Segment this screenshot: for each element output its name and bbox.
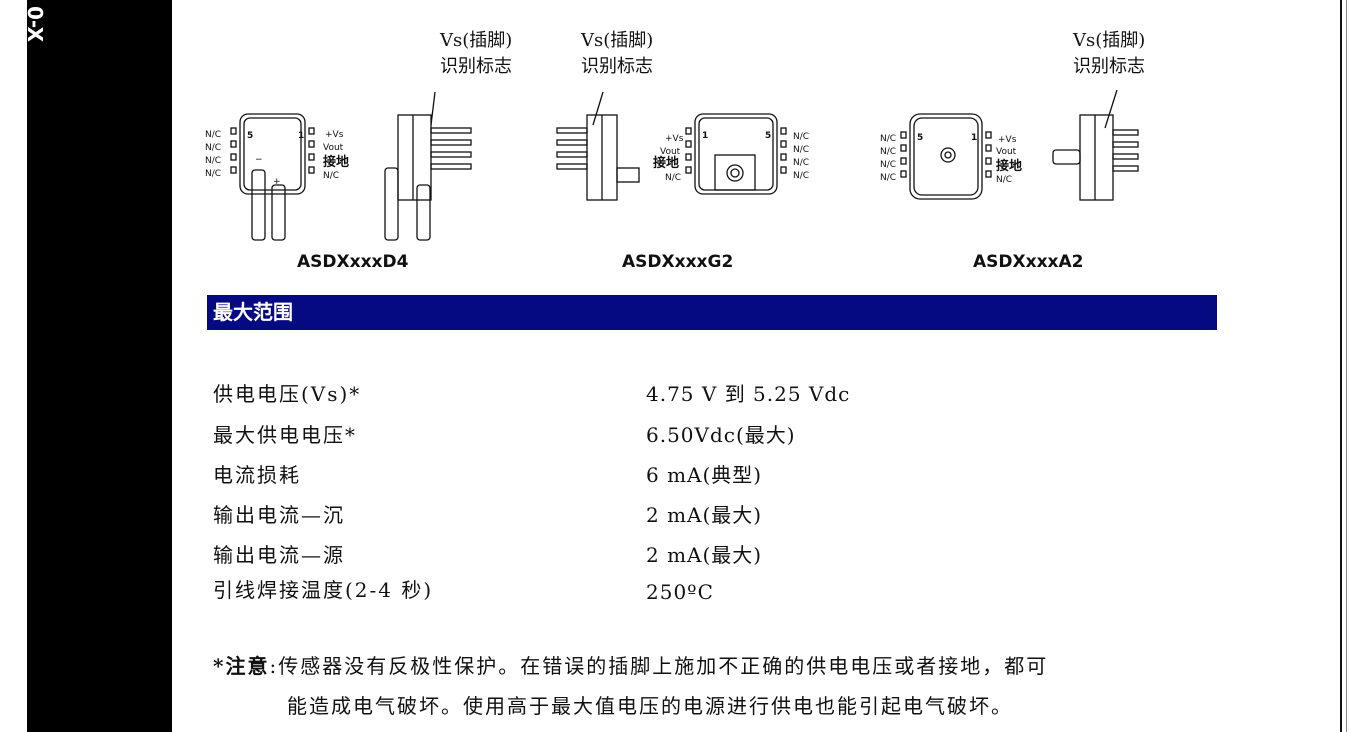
d4-left-pin: N/C — [205, 143, 221, 153]
callout-line1: Vs(插脚) — [581, 30, 654, 51]
d4-side-view — [384, 91, 472, 241]
spec-value: 2 mA(最大) — [646, 503, 763, 527]
g2-front-view — [685, 113, 787, 195]
a2-side-view — [1052, 89, 1139, 201]
g2-right-pin: N/C — [793, 132, 809, 142]
g2-pin-num-right: 5 — [765, 131, 771, 141]
g2-pin-labels: +Vs Vout 接地 N/C N/C N/C N/C N/C 1 5 — [653, 131, 809, 183]
callout-line2: 识别标志 — [1073, 56, 1145, 77]
a2-pin-labels: N/C N/C N/C N/C +Vs Vout 接地 N/C 5 1 — [880, 133, 1022, 185]
a2-left-pin: N/C — [880, 147, 896, 157]
g2-side-view — [556, 91, 640, 201]
g2-left-pin: N/C — [665, 173, 681, 183]
a2-right-pin: +Vs — [998, 135, 1017, 145]
spec-value: 250ºC — [646, 580, 714, 604]
package-diagrams: N/C N/C N/C N/C +Vs Vout 接地 N/C 5 1 − + … — [205, 89, 1139, 241]
spec-label: 供电电压(Vs)* — [213, 382, 362, 406]
callout-a2: Vs(插脚) 识别标志 — [1073, 28, 1145, 80]
right-border-line-thin — [1346, 0, 1347, 732]
a2-right-pin: 接地 — [996, 158, 1022, 174]
callout-line2: 识别标志 — [581, 56, 653, 77]
callout-line1: Vs(插脚) — [440, 30, 513, 51]
a2-left-pin: N/C — [880, 173, 896, 183]
d4-pin-num-right: 1 — [298, 131, 304, 141]
a2-right-pin: Vout — [996, 147, 1017, 157]
g2-left-pin: 接地 — [653, 155, 679, 171]
spec-label: 最大供电电压* — [213, 423, 357, 447]
a2-right-pin: N/C — [996, 175, 1012, 185]
a2-front-view — [900, 113, 992, 200]
d4-right-pin: 接地 — [323, 154, 349, 170]
g2-left-pin: Vout — [660, 147, 681, 157]
side-page-label: 0-X — [23, 6, 47, 43]
d4-right-pin: Vout — [323, 143, 344, 153]
package-name-d4: ASDXxxxD4 — [297, 252, 409, 272]
a2-left-pin: N/C — [880, 160, 896, 170]
d4-pin-labels: N/C N/C N/C N/C +Vs Vout 接地 N/C 5 1 − + — [205, 130, 349, 187]
g2-left-pin: +Vs — [665, 134, 684, 144]
note-text: :传感器没有反极性保护。在错误的插脚上施加不正确的供电电压或者接地，都可 — [269, 654, 1049, 678]
d4-pin-num-left: 5 — [247, 131, 253, 141]
package-name-g2: ASDXxxxG2 — [622, 252, 734, 272]
spec-value: 6.50Vdc(最大) — [646, 423, 796, 447]
package-name-a2: ASDXxxxA2 — [973, 252, 1084, 272]
d4-left-pin: N/C — [205, 169, 221, 179]
section-header: 最大范围 — [207, 295, 1217, 330]
g2-right-pin: N/C — [793, 158, 809, 168]
g2-right-pin: N/C — [793, 145, 809, 155]
d4-right-pin: N/C — [323, 171, 339, 181]
note-line1: *注意:传感器没有反极性保护。在错误的插脚上施加不正确的供电电压或者接地，都可 — [213, 650, 1048, 679]
g2-pin-num-left: 1 — [702, 131, 708, 141]
a2-pin-num-right: 1 — [971, 133, 977, 143]
callout-line1: Vs(插脚) — [1073, 30, 1146, 51]
left-margin-bar — [27, 0, 172, 732]
d4-plus-mark: + — [273, 177, 281, 187]
d4-right-pin: +Vs — [325, 130, 344, 140]
spec-value: 4.75 V 到 5.25 Vdc — [646, 382, 851, 406]
g2-right-pin: N/C — [793, 171, 809, 181]
spec-label: 输出电流—沉 — [213, 503, 345, 527]
callout-g2: Vs(插脚) 识别标志 — [581, 28, 653, 80]
callout-d4: Vs(插脚) 识别标志 — [440, 28, 512, 80]
a2-pin-num-left: 5 — [917, 133, 923, 143]
d4-front-view — [230, 113, 315, 241]
d4-minus-mark: − — [255, 155, 263, 165]
spec-label: 电流损耗 — [213, 463, 301, 487]
spec-value: 6 mA(典型) — [646, 463, 763, 487]
spec-label: 引线焊接温度(2-4 秒) — [213, 578, 434, 602]
callout-line2: 识别标志 — [440, 56, 512, 77]
note-prefix: *注意 — [213, 654, 270, 678]
right-border-line — [1340, 0, 1342, 732]
d4-left-pin: N/C — [205, 130, 221, 140]
spec-label: 输出电流—源 — [213, 543, 345, 567]
spec-value: 2 mA(最大) — [646, 543, 763, 567]
note-line2: 能造成电气破坏。使用高于最大值电压的电源进行供电也能引起电气破坏。 — [287, 694, 1013, 718]
a2-left-pin: N/C — [880, 134, 896, 144]
d4-left-pin: N/C — [205, 156, 221, 166]
